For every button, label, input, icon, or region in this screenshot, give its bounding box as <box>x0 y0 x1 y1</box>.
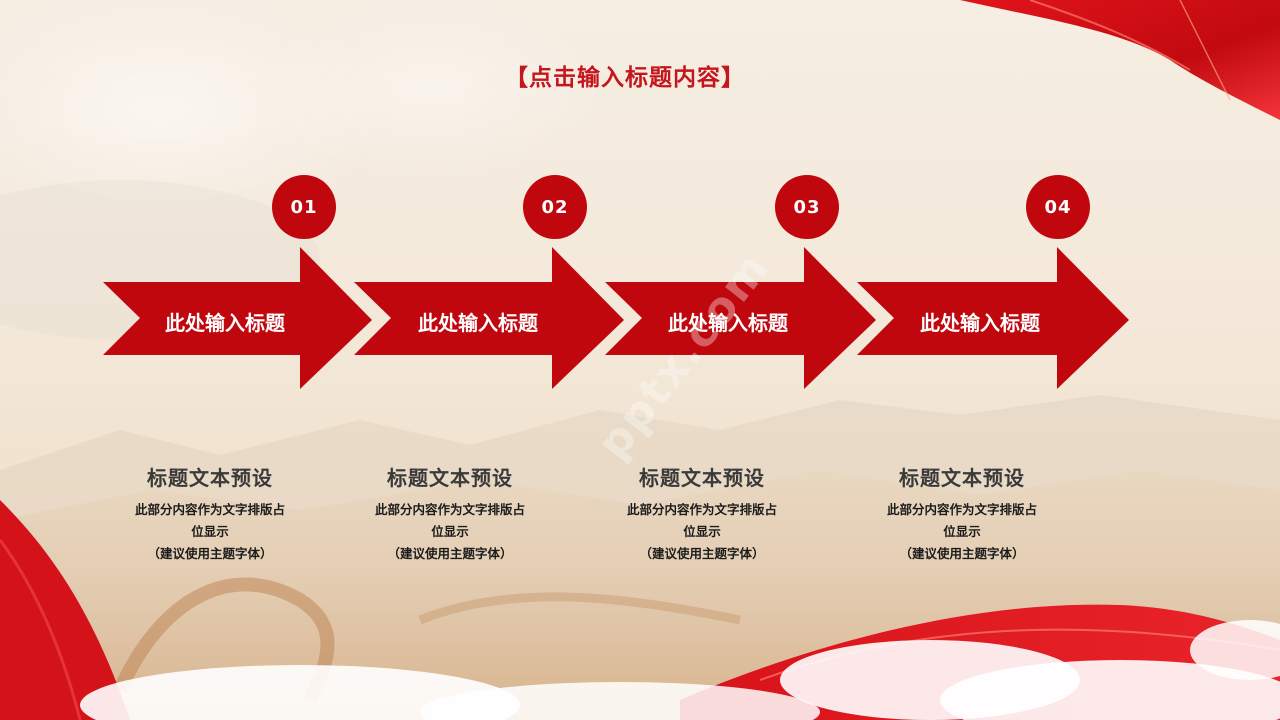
step-description-title[interactable]: 标题文本预设 <box>387 466 513 490</box>
step-description: 标题文本预设 此部分内容作为文字排版占 位显示 （建议使用主题字体） <box>852 462 1072 565</box>
step-arrow-label[interactable]: 此处输入标题 <box>418 311 538 335</box>
step-arrow-label[interactable]: 此处输入标题 <box>668 311 788 335</box>
step-arrow-label[interactable]: 此处输入标题 <box>165 311 285 335</box>
step-description-line[interactable]: 位显示 <box>683 524 721 539</box>
step-description-line[interactable]: 此部分内容作为文字排版占 <box>374 502 525 517</box>
step-description-line[interactable]: 位显示 <box>191 524 229 539</box>
step-description-title[interactable]: 标题文本预设 <box>639 466 765 490</box>
step-number-badge[interactable]: 03 <box>775 175 839 239</box>
slide-title[interactable]: 【点击输入标题内容】 <box>505 65 745 91</box>
step-number-badge[interactable]: 02 <box>523 175 587 239</box>
arrow-shape-2[interactable] <box>354 247 624 389</box>
arrow-shape-3[interactable] <box>605 247 876 389</box>
step-description-line[interactable]: 此部分内容作为文字排版占 <box>886 502 1037 517</box>
step-number-badge[interactable]: 04 <box>1026 175 1090 239</box>
step-description-title[interactable]: 标题文本预设 <box>147 466 273 490</box>
step-description-line[interactable]: 位显示 <box>431 524 469 539</box>
step-description-title[interactable]: 标题文本预设 <box>899 466 1025 490</box>
arrow-shape-4[interactable] <box>857 247 1129 389</box>
step-description-line[interactable]: （建议使用主题字体） <box>147 546 273 561</box>
step-number-badge[interactable]: 01 <box>272 175 336 239</box>
step-description: 标题文本预设 此部分内容作为文字排版占 位显示 （建议使用主题字体） <box>340 462 560 565</box>
step-arrow-label[interactable]: 此处输入标题 <box>920 311 1040 335</box>
step-description-line[interactable]: 此部分内容作为文字排版占 <box>626 502 777 517</box>
step-description: 标题文本预设 此部分内容作为文字排版占 位显示 （建议使用主题字体） <box>592 462 812 565</box>
step-description-line[interactable]: 此部分内容作为文字排版占 <box>134 502 285 517</box>
step-description-line[interactable]: （建议使用主题字体） <box>899 546 1025 561</box>
step-description-line[interactable]: 位显示 <box>943 524 981 539</box>
step-description: 标题文本预设 此部分内容作为文字排版占 位显示 （建议使用主题字体） <box>100 462 320 565</box>
step-description-line[interactable]: （建议使用主题字体） <box>639 546 765 561</box>
arrow-shape-1[interactable] <box>103 247 372 389</box>
step-description-line[interactable]: （建议使用主题字体） <box>387 546 513 561</box>
